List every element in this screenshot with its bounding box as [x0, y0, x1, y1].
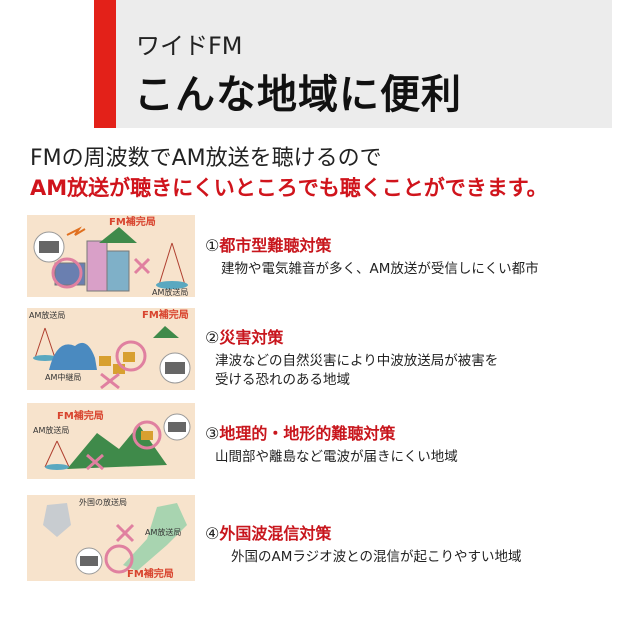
- header-title: こんな地域に便利: [134, 72, 462, 118]
- item-desc: 津波などの自然災害により中波放送局が被害を受ける恐れのある地域: [215, 352, 498, 390]
- label-fm-station: FM補完局: [127, 567, 174, 580]
- item-number: ①: [205, 236, 220, 255]
- item-desc-line: 津波などの自然災害により中波放送局が被害を: [215, 353, 499, 369]
- illustration-disaster: AM放送局 FM補完局 AM中継局: [27, 308, 195, 390]
- lead-line-2: AM放送が聴きにくいところでも聴くことができます。: [30, 176, 548, 200]
- item-desc-line: 受ける恐れのある地域: [215, 372, 350, 388]
- label-am-station: AM放送局: [145, 527, 181, 537]
- item-terrain: ③地理的・地形的難聴対策 山間部や離島など電波が届きにくい地域: [205, 420, 458, 467]
- item-title: 都市型難聴対策: [219, 236, 332, 255]
- item-number: ③: [205, 424, 220, 443]
- item-desc: 山間部や離島など電波が届きにくい地域: [215, 449, 458, 465]
- label-am-station: AM放送局: [29, 310, 65, 320]
- illustration-foreign-interference: 外国の放送局 AM放送局 FM補完局: [27, 495, 195, 581]
- header-banner: ワイドFM こんな地域に便利: [94, 0, 612, 128]
- label-am-station: AM放送局: [152, 287, 188, 297]
- label-fm-station: FM補完局: [57, 409, 104, 422]
- item-urban: ①都市型難聴対策 建物や電気雑音が多く、AM放送が受信しにくい都市: [205, 232, 539, 279]
- label-foreign-station: 外国の放送局: [79, 497, 127, 507]
- item-title: 災害対策: [219, 328, 284, 347]
- label-fm-station: FM補完局: [142, 308, 189, 321]
- header-subtitle: ワイドFM: [136, 32, 243, 60]
- label-fm-station: FM補完局: [109, 215, 156, 228]
- item-foreign: ④外国波混信対策 外国のAMラジオ波との混信が起こりやすい地域: [205, 520, 521, 567]
- lead-line-1: FMの周波数でAM放送を聴けるので: [30, 146, 382, 171]
- illustration-urban: FM補完局 AM放送局: [27, 215, 195, 297]
- item-title: 外国波混信対策: [219, 524, 332, 543]
- label-am-relay: AM中継局: [45, 372, 81, 382]
- label-am-station: AM放送局: [33, 425, 69, 435]
- item-number: ④: [205, 524, 220, 543]
- item-title: 地理的・地形的難聴対策: [219, 424, 396, 443]
- item-desc: 建物や電気雑音が多く、AM放送が受信しにくい都市: [221, 261, 539, 277]
- item-desc: 外国のAMラジオ波との混信が起こりやすい地域: [231, 549, 522, 565]
- item-disaster: ②災害対策 津波などの自然災害により中波放送局が被害を受ける恐れのある地域: [205, 324, 498, 390]
- accent-bar: [94, 0, 116, 128]
- item-number: ②: [205, 328, 220, 347]
- illustration-terrain: FM補完局 AM放送局: [27, 403, 195, 479]
